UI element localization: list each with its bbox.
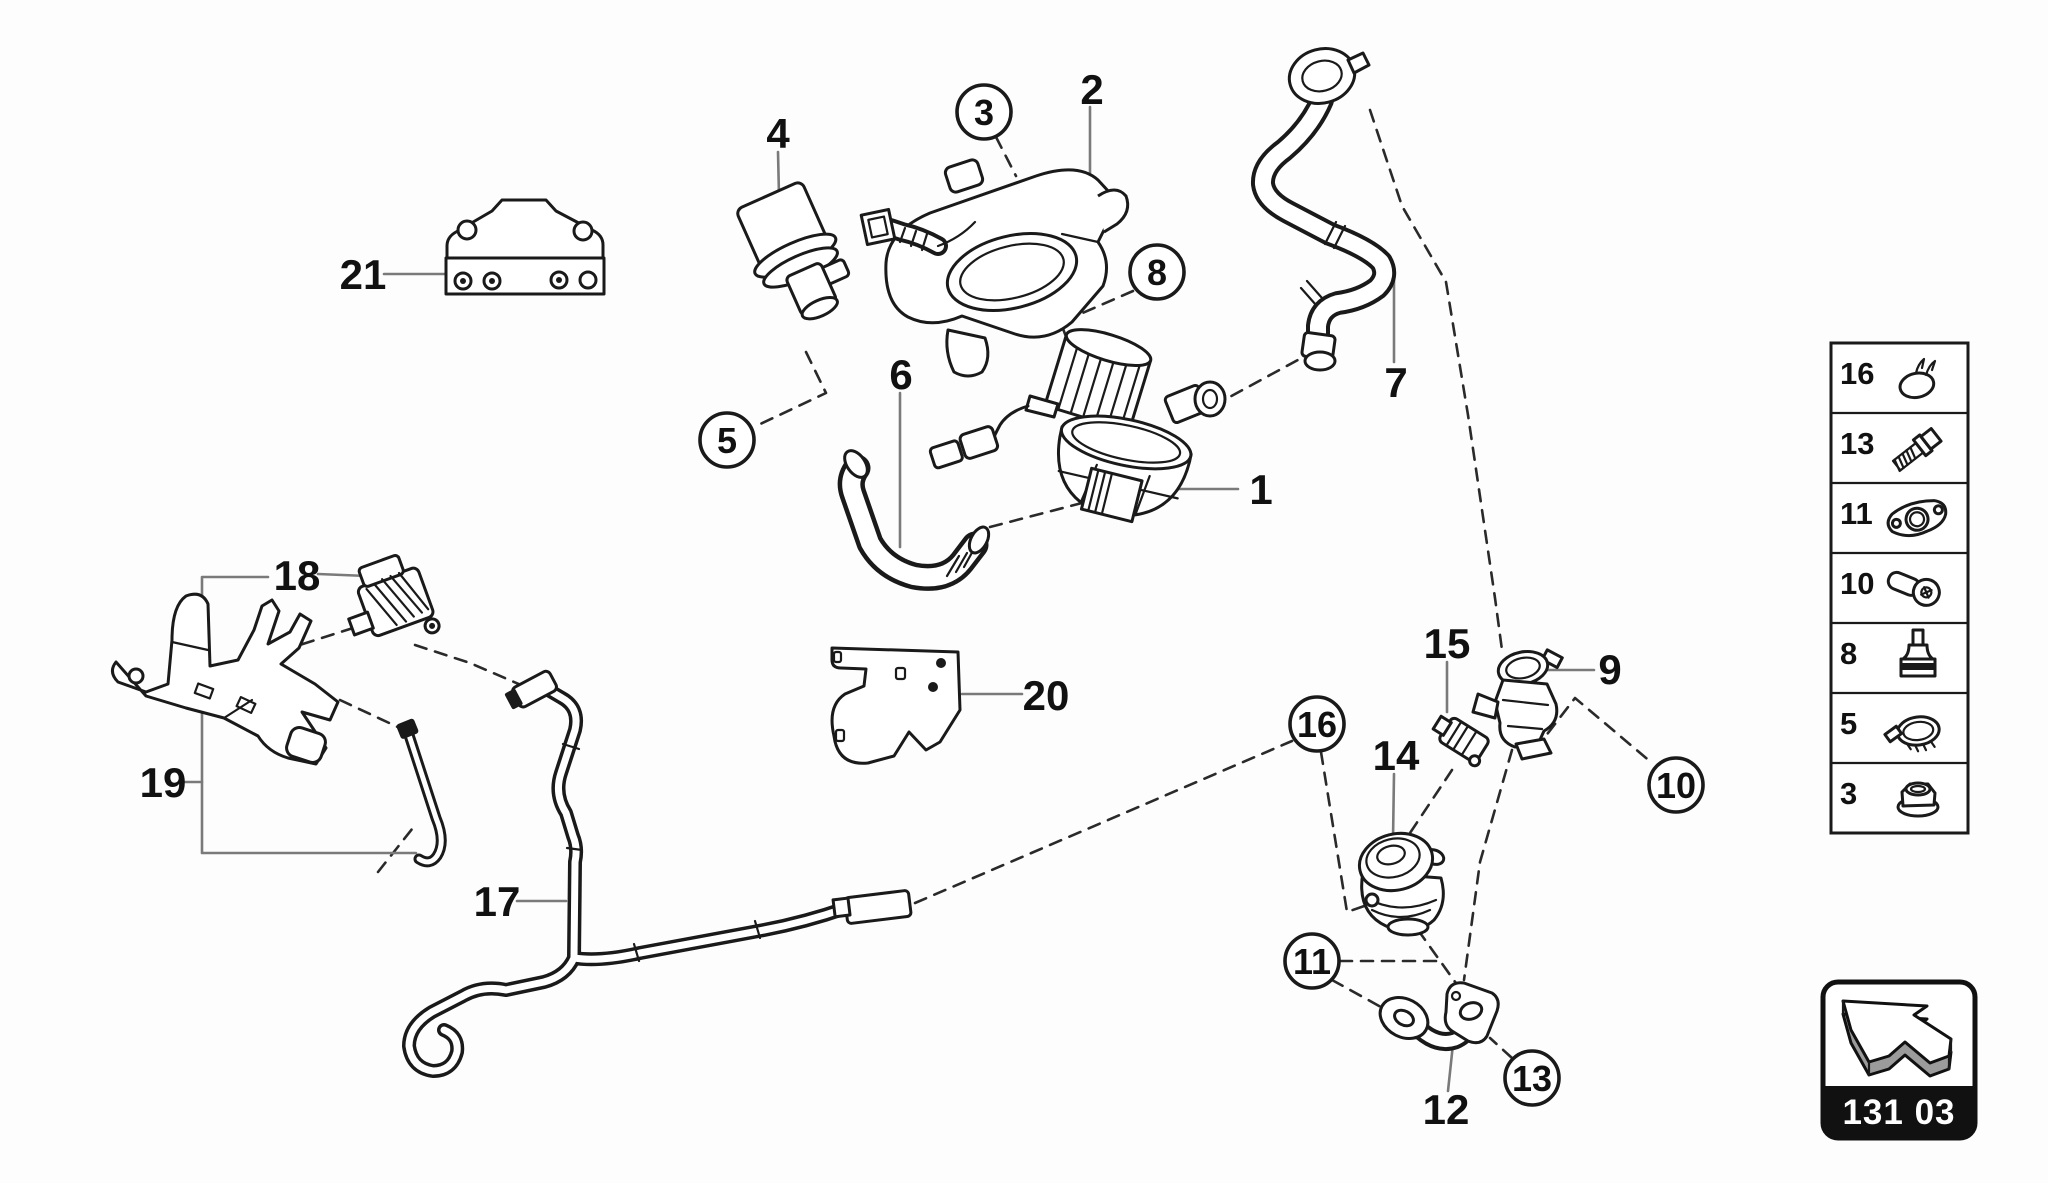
- svg-text:5: 5: [717, 420, 737, 461]
- svg-text:18: 18: [274, 552, 321, 599]
- callout-13[interactable]: 13: [1503, 1049, 1561, 1107]
- part-20-bracket-plate: [830, 646, 962, 765]
- part-14-valve: [1357, 831, 1446, 937]
- flange-nut-icon: [1896, 781, 1940, 818]
- flange-bolt-icon: [1891, 427, 1943, 473]
- svg-text:11: 11: [1293, 941, 1331, 982]
- callout-15[interactable]: 15: [1424, 620, 1471, 667]
- svg-text:13: 13: [1840, 426, 1874, 461]
- callout-4[interactable]: 4: [766, 110, 790, 157]
- part-19-support-bracket: [111, 592, 340, 766]
- part-15-sensor: [1431, 714, 1490, 768]
- svg-text:15: 15: [1424, 620, 1471, 667]
- svg-text:20: 20: [1023, 672, 1070, 719]
- part-7-pipe: [1251, 47, 1397, 372]
- callout-9[interactable]: 9: [1598, 646, 1621, 693]
- part-2-manifold-bracket-assembly: [859, 158, 1130, 378]
- hose-clamp-icon: [1883, 715, 1941, 753]
- legend-row-11[interactable]: 11: [1840, 496, 1950, 541]
- callout-20[interactable]: 20: [1023, 672, 1070, 719]
- legend-row-8[interactable]: 8: [1840, 628, 1937, 678]
- svg-text:3: 3: [1840, 776, 1857, 811]
- part-9-combi-valve: [1471, 648, 1564, 761]
- nav-box[interactable]: 131 03: [1820, 979, 1978, 1141]
- callout-6[interactable]: 6: [889, 351, 912, 398]
- callout-5[interactable]: 5: [698, 411, 756, 469]
- svg-text:10: 10: [1840, 566, 1874, 601]
- svg-text:131 03: 131 03: [1842, 1093, 1955, 1132]
- callout-16[interactable]: 16: [1288, 695, 1346, 753]
- legend-row-10[interactable]: 10: [1840, 565, 1943, 609]
- svg-text:6: 6: [889, 351, 912, 398]
- svg-text:12: 12: [1423, 1086, 1470, 1133]
- callout-11[interactable]: 11: [1283, 932, 1341, 990]
- callout-7[interactable]: 7: [1384, 359, 1407, 406]
- legend-row-3[interactable]: 3: [1840, 776, 1940, 818]
- part-21-mounting-bracket: [444, 198, 606, 296]
- callout-12[interactable]: 12: [1423, 1086, 1470, 1133]
- part-17-vacuum-line: [402, 669, 913, 1078]
- svg-text:14: 14: [1373, 732, 1420, 779]
- retaining-clip-icon: [1898, 357, 1937, 400]
- callout-8[interactable]: 8: [1128, 243, 1186, 301]
- legend-row-13[interactable]: 13: [1840, 426, 1943, 474]
- part-4-valve: [736, 181, 851, 321]
- svg-text:7: 7: [1384, 359, 1407, 406]
- callout-labels: 1 2 3 4 5 6 7 8 9 10 11 12 13 14 15 16 1…: [140, 66, 1705, 1133]
- callout-1[interactable]: 1: [1249, 466, 1272, 513]
- part-1-air-pump: [928, 328, 1227, 524]
- svg-text:13: 13: [1512, 1058, 1552, 1099]
- svg-text:17: 17: [474, 878, 521, 925]
- legend-row-16[interactable]: 16: [1840, 356, 1937, 401]
- svg-text:3: 3: [974, 92, 994, 133]
- callout-3[interactable]: 3: [955, 83, 1013, 141]
- connector-stud-icon: [1886, 570, 1941, 607]
- svg-text:8: 8: [1840, 636, 1857, 671]
- part-6-hose: [837, 449, 991, 591]
- gasket-icon: [1886, 499, 1948, 538]
- rubber-mount-icon: [1899, 628, 1937, 678]
- callout-18[interactable]: 18: [274, 552, 321, 599]
- part-19-rod: [396, 718, 447, 868]
- svg-text:19: 19: [140, 759, 187, 806]
- callout-19[interactable]: 19: [140, 759, 187, 806]
- callout-21[interactable]: 21: [340, 251, 387, 298]
- svg-text:16: 16: [1840, 356, 1874, 391]
- svg-text:21: 21: [340, 251, 387, 298]
- callout-10[interactable]: 10: [1647, 756, 1705, 814]
- legend-row-5[interactable]: 5: [1840, 706, 1942, 755]
- svg-text:8: 8: [1147, 252, 1167, 293]
- svg-text:9: 9: [1598, 646, 1621, 693]
- svg-text:1: 1: [1249, 466, 1272, 513]
- callout-2[interactable]: 2: [1080, 66, 1103, 113]
- svg-text:4: 4: [766, 110, 790, 157]
- back-arrow-3d-icon: [1841, 999, 1953, 1078]
- svg-text:5: 5: [1840, 706, 1857, 741]
- part-12-elbow-pipe: [1378, 981, 1500, 1051]
- svg-text:11: 11: [1840, 496, 1873, 531]
- callout-17[interactable]: 17: [474, 878, 521, 925]
- callout-14[interactable]: 14: [1373, 732, 1420, 779]
- legend-table: 16 13 11 10: [1829, 341, 1970, 835]
- svg-text:10: 10: [1656, 765, 1696, 806]
- svg-text:16: 16: [1297, 704, 1337, 745]
- part-18-solenoid-valve: [347, 554, 441, 638]
- svg-text:2: 2: [1080, 66, 1103, 113]
